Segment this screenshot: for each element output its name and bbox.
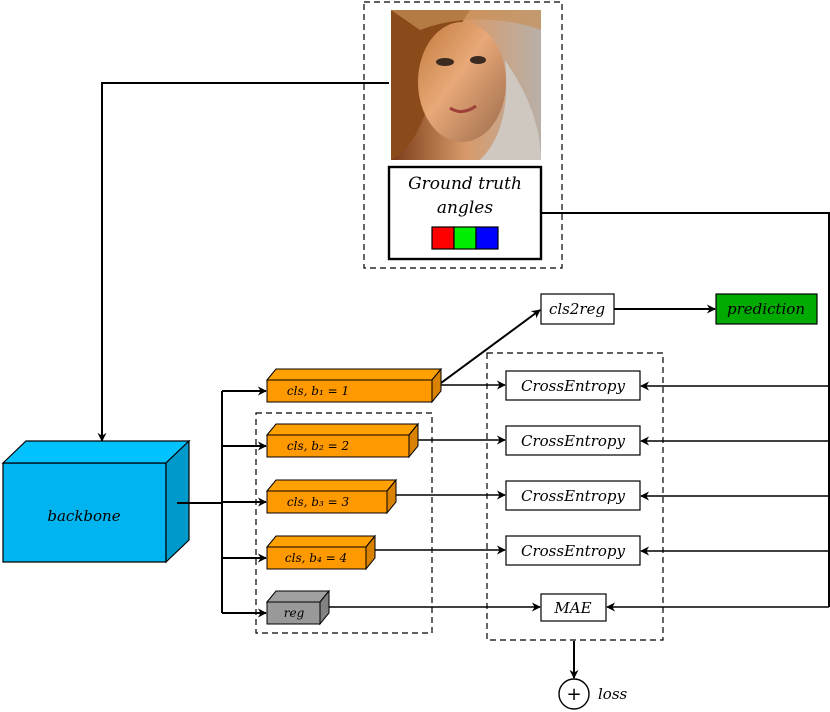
head-label-reg: reg — [284, 606, 305, 620]
head-label-3: cls, b₃ = 3 — [287, 495, 350, 509]
backbone-block: backbone — [1, 439, 191, 564]
loss-box-4 — [505, 535, 641, 566]
angle-swatch-green — [453, 226, 477, 250]
loss-box-mae — [540, 593, 607, 622]
head-bar-2: cls, b₂ = 2 — [265, 422, 420, 459]
loss-label-2: CrossEntropy — [521, 432, 626, 450]
cls2reg-label: cls2reg — [549, 300, 605, 318]
backbone-label: backbone — [47, 507, 120, 525]
head-1-to-cls2reg — [440, 309, 541, 384]
head-bar-reg: reg — [265, 589, 331, 626]
head-bar-3: cls, b₃ = 3 — [265, 478, 398, 515]
loss-group-frame — [486, 352, 664, 641]
sum-symbol: + — [566, 684, 581, 705]
loss-label-4: CrossEntropy — [521, 542, 626, 560]
prediction-box — [715, 293, 818, 325]
ground-truth-feed-line — [541, 212, 830, 607]
angle-swatch-blue — [475, 226, 499, 250]
loss-label-3: CrossEntropy — [521, 487, 626, 505]
cls2reg-box — [540, 293, 615, 325]
loss-output-label: loss — [598, 685, 628, 703]
head-label-4: cls, b₄ = 4 — [285, 551, 347, 565]
angle-swatch-red — [431, 226, 455, 250]
head-bar-1: cls, b₁ = 1 — [265, 367, 443, 404]
head-bar-4: cls, b₄ = 4 — [265, 534, 377, 571]
head-label-1: cls, b₁ = 1 — [287, 384, 349, 398]
loss-box-3 — [505, 480, 641, 511]
connectors — [97, 82, 830, 679]
ground-truth-subtitle: angles — [437, 198, 493, 218]
prediction-label: prediction — [727, 300, 805, 318]
loss-label-1: CrossEntropy — [521, 377, 626, 395]
heads-group-frame — [255, 412, 433, 634]
input-to-backbone-arrow — [97, 82, 389, 442]
loss-label-mae: MAE — [553, 599, 591, 617]
face-photo — [391, 10, 541, 160]
loss-box-2 — [505, 425, 641, 456]
head-label-2: cls, b₂ = 2 — [287, 439, 349, 453]
sum-node — [558, 678, 590, 710]
loss-box-1 — [505, 370, 641, 401]
ground-truth-title: Ground truth — [408, 174, 522, 194]
input-group-frame — [363, 1, 563, 269]
